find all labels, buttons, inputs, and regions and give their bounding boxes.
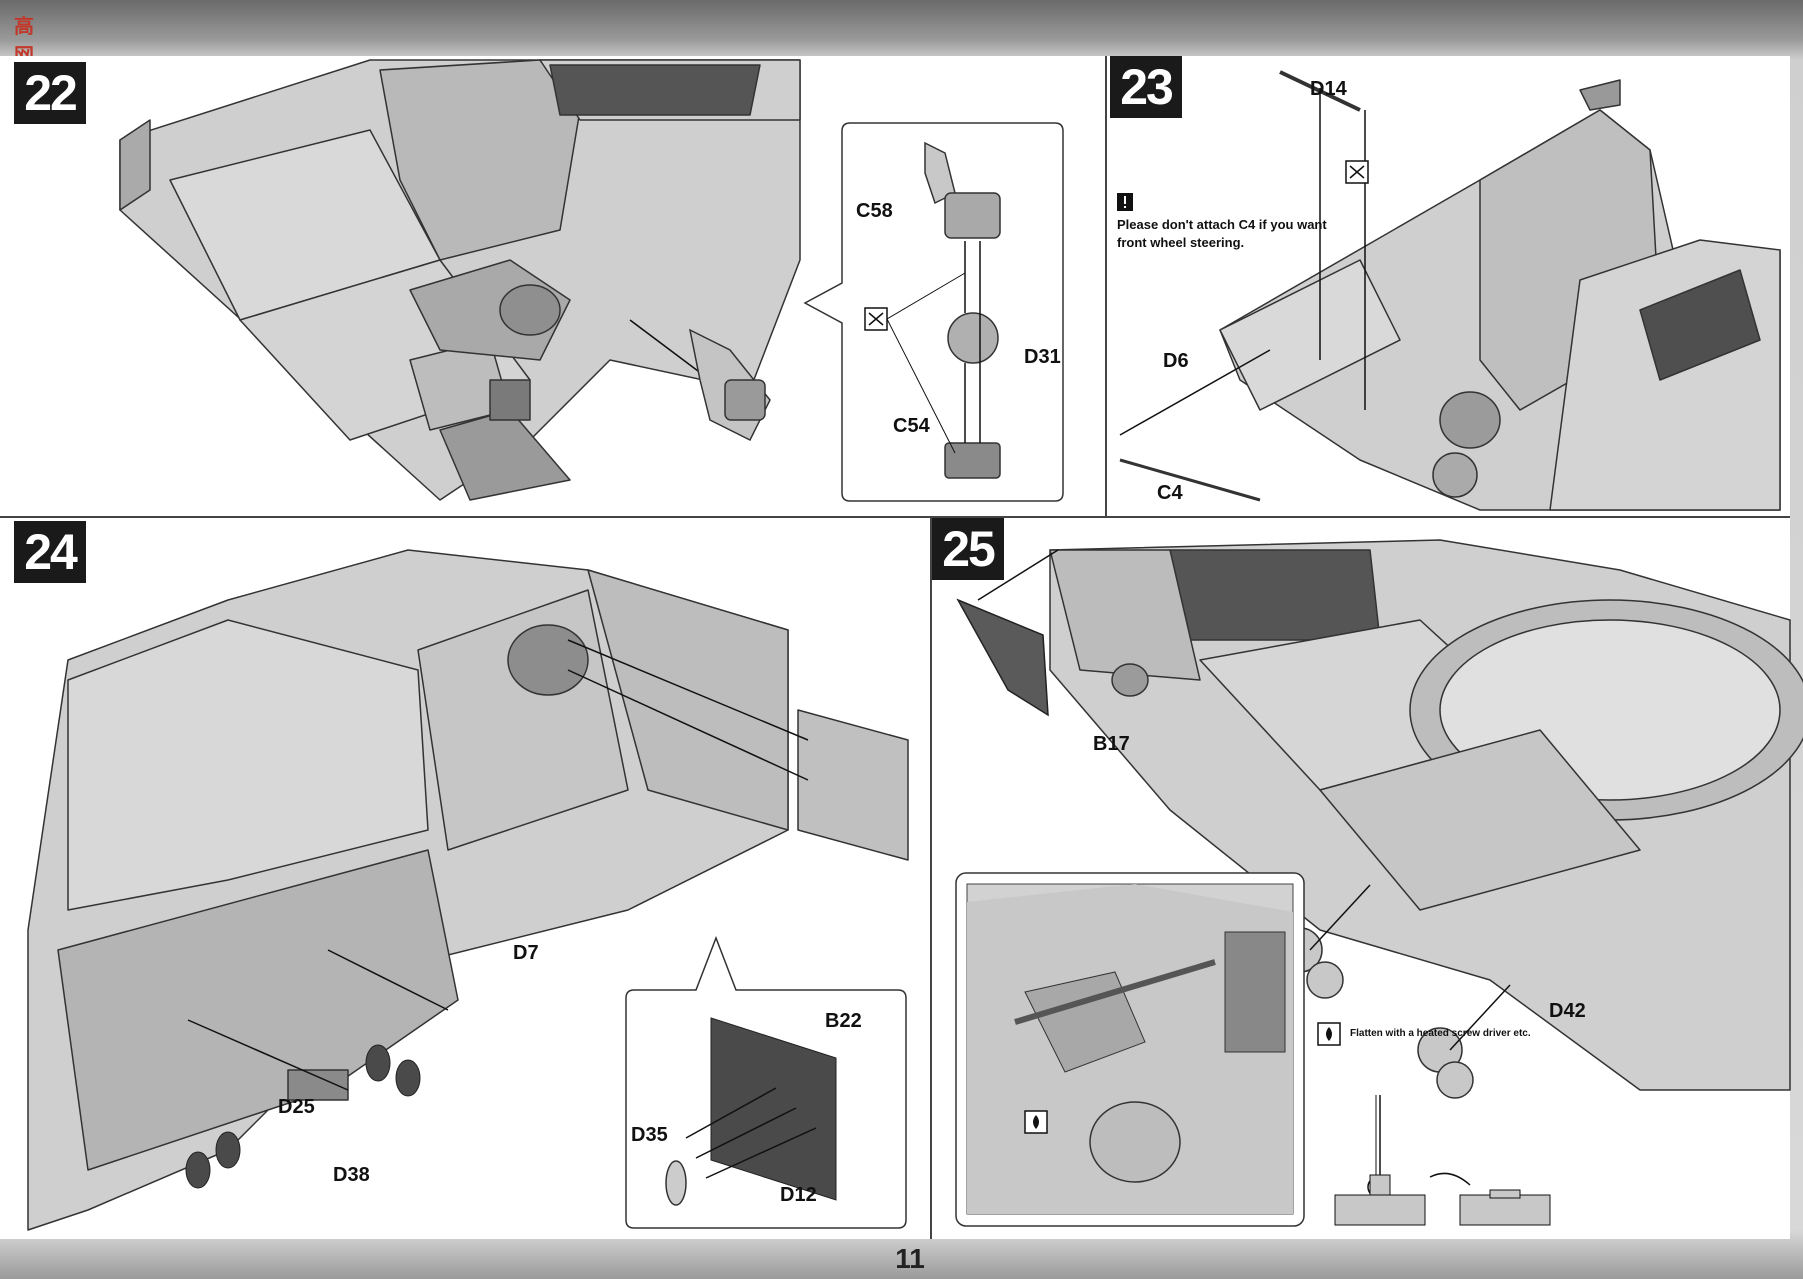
part-label-d38: D38: [333, 1164, 370, 1186]
step-number-22: 22: [14, 62, 86, 124]
horizontal-divider: [0, 516, 1790, 518]
heat-icon: [1024, 1110, 1048, 1134]
part-label-d6: D6: [1163, 350, 1189, 372]
part-label-d25: D25: [278, 1096, 315, 1118]
step-25-detail-box: [955, 872, 1305, 1227]
part-label-b22: B22: [825, 1010, 862, 1032]
flatten-note: Flatten with a heated screw driver etc.: [1350, 1028, 1531, 1039]
step-number-23: 23: [1110, 56, 1182, 118]
part-label-c58: C58: [856, 200, 893, 222]
vertical-divider-bottom: [930, 518, 932, 1239]
heat-icon: [1317, 1022, 1341, 1046]
part-label-d35: D35: [631, 1124, 668, 1146]
steering-note: Please don't attach C4 if you want front…: [1117, 217, 1327, 250]
step-24-callout-box: [625, 935, 907, 1229]
step-24-hull-illustration: [27, 549, 909, 1231]
flatten-diagram: [1334, 1095, 1551, 1226]
b17-panel: [956, 549, 1059, 717]
part-label-d31: D31: [1024, 346, 1061, 368]
part-label-b17: B17: [1093, 733, 1130, 755]
step-number-24: 24: [14, 521, 86, 583]
part-label-c4: C4: [1157, 482, 1183, 504]
part-label-d7: D7: [513, 942, 539, 964]
part-label-d12: D12: [780, 1184, 817, 1206]
warning-icon: [1117, 193, 1133, 211]
vertical-divider-top: [1105, 56, 1107, 516]
step-23-hull-illustration: [1119, 70, 1781, 511]
glue-icon: [1345, 160, 1369, 184]
page-number: 11: [895, 1243, 925, 1274]
step-22-callout-box: [803, 122, 1064, 502]
part-label-c54: C54: [893, 415, 930, 437]
step-number-25: 25: [932, 518, 1004, 580]
step-22-hull-illustration: [119, 59, 801, 501]
step-25-hull-illustration: [1049, 539, 1803, 1099]
part-label-d42: D42: [1549, 1000, 1586, 1022]
part-label-d14: D14: [1310, 78, 1347, 100]
